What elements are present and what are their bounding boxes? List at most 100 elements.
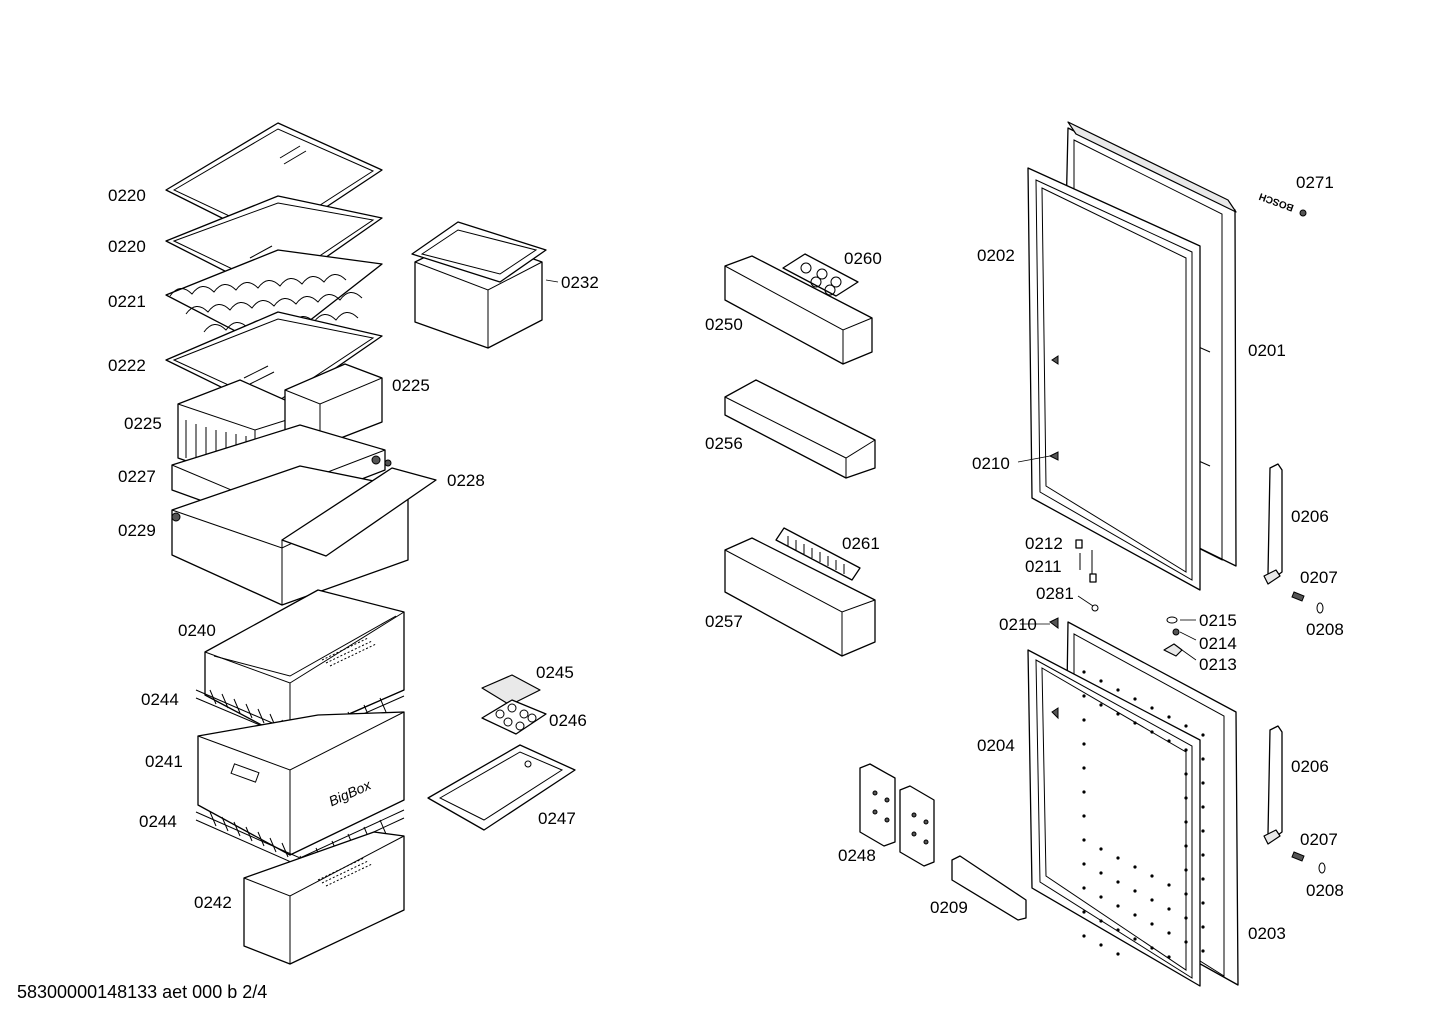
label-0202: 0202 (977, 246, 1015, 265)
door-dot (1116, 712, 1120, 716)
front-flap-0228 (281, 467, 437, 560)
hinge-pin-0210-upper (1048, 451, 1059, 461)
egg-holder-0260 (782, 253, 859, 297)
door-handle-0206-lower (1263, 725, 1283, 845)
door-dot (1133, 937, 1137, 941)
label-0204: 0204 (977, 736, 1015, 755)
door-dot (1082, 718, 1086, 722)
label-0215: 0215 (1199, 611, 1237, 630)
label-0210-upper: 0210 (972, 454, 1010, 473)
door-dot (1133, 889, 1137, 893)
label-0212: 0212 (1025, 534, 1063, 553)
door-dot (1201, 757, 1205, 761)
cover-0208-lower (1318, 862, 1326, 874)
label-0271: 0271 (1296, 173, 1334, 192)
label-0207-upper: 0207 (1300, 568, 1338, 587)
lid-0245 (481, 674, 541, 706)
door-dot (1082, 838, 1086, 842)
cold-pack-0248-right (899, 785, 935, 867)
screw-0207-lower (1291, 851, 1305, 862)
label-0203: 0203 (1248, 924, 1286, 943)
door-dot (1184, 724, 1188, 728)
door-shelf-0257 (724, 537, 876, 657)
bosch-badge-0271: BOSCH (1258, 190, 1307, 217)
hinge-parts (1049, 539, 1183, 657)
door-shelf-0256 (724, 379, 876, 479)
label-0206-upper: 0206 (1291, 507, 1329, 526)
door-handle-0206-upper (1263, 463, 1283, 585)
label-0220-top: 0220 (108, 186, 146, 205)
door-dot (1167, 739, 1171, 743)
door-dot (1184, 772, 1188, 776)
bosch-brand-text: BOSCH (1258, 190, 1296, 213)
label-0241: 0241 (145, 752, 183, 771)
door-gasket-0204 (1027, 649, 1201, 987)
door-dot (1184, 748, 1188, 752)
label-0207-lower: 0207 (1300, 830, 1338, 849)
door-dot (1150, 946, 1154, 950)
door-dot (1201, 733, 1205, 737)
door-dot (1201, 901, 1205, 905)
label-0222: 0222 (108, 356, 146, 375)
door-dot (1099, 679, 1103, 683)
label-0220-second: 0220 (108, 237, 146, 256)
egg-tray-0246 (481, 699, 547, 735)
door-dot (1167, 883, 1171, 887)
door-shelf-0250 (724, 255, 873, 365)
label-0256: 0256 (705, 434, 743, 453)
door-dot (1167, 715, 1171, 719)
door-dot (1133, 865, 1137, 869)
door-dot (1184, 868, 1188, 872)
door-dot (1150, 898, 1154, 902)
bottle-retainer-0261 (775, 527, 861, 581)
cover-0208-upper (1316, 602, 1324, 614)
door-dot (1150, 706, 1154, 710)
door-dot (1082, 670, 1086, 674)
door-dot (1201, 877, 1205, 881)
label-0257: 0257 (705, 612, 743, 631)
cold-pack-0248-left (859, 763, 896, 847)
door-dot (1099, 847, 1103, 851)
label-0244-lower: 0244 (139, 812, 177, 831)
label-0247: 0247 (538, 809, 576, 828)
label-0227: 0227 (118, 467, 156, 486)
vegetable-drawer-0242 (243, 831, 405, 965)
label-0221: 0221 (108, 292, 146, 311)
door-dot (1201, 949, 1205, 953)
door-dot (1201, 829, 1205, 833)
door-dot (1082, 862, 1086, 866)
door-dot (1167, 955, 1171, 959)
label-0250: 0250 (705, 315, 743, 334)
door-dot (1150, 922, 1154, 926)
door-dot (1184, 844, 1188, 848)
label-0281: 0281 (1036, 584, 1074, 603)
label-0208-upper: 0208 (1306, 620, 1344, 639)
hinge-pin-0210-lower-screw (1051, 707, 1059, 720)
label-0248: 0248 (838, 846, 876, 865)
door-dot (1082, 886, 1086, 890)
door-dot (1201, 805, 1205, 809)
hinge-pin-0210-upper-screw (1051, 355, 1059, 365)
door-dot (1082, 814, 1086, 818)
door-dot (1184, 796, 1188, 800)
door-dot (1201, 781, 1205, 785)
label-0210-lower: 0210 (999, 615, 1037, 634)
label-0260: 0260 (844, 249, 882, 268)
label-0229: 0229 (118, 521, 156, 540)
door-dot (1099, 895, 1103, 899)
label-0206-lower: 0206 (1291, 757, 1329, 776)
drawing-reference-number: 58300000148133 aet 000 b 2/4 (17, 982, 268, 1002)
leader-lines (1017, 455, 1197, 661)
door-dot (1082, 790, 1086, 794)
door-gasket-0202 (1027, 167, 1201, 591)
door-dot (1133, 913, 1137, 917)
label-0225-right: 0225 (392, 376, 430, 395)
door-dot (1167, 907, 1171, 911)
door-dot (1099, 943, 1103, 947)
door-dot (1099, 871, 1103, 875)
door-dot (1116, 856, 1120, 860)
door-dot (1082, 694, 1086, 698)
label-0240: 0240 (178, 621, 216, 640)
drawer-0232 (411, 221, 559, 349)
